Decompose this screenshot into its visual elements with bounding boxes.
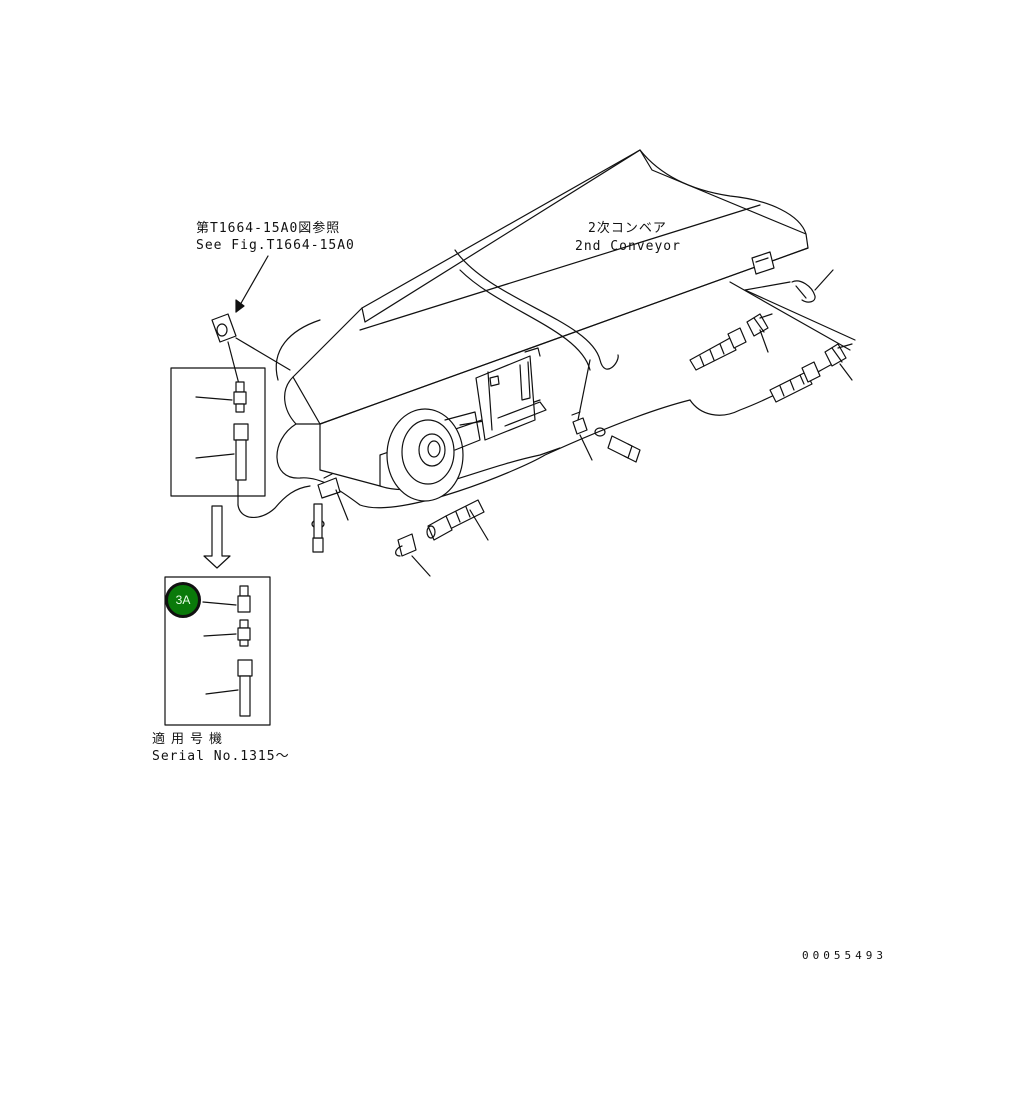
serial-label-en: Serial No.1315～ xyxy=(152,749,290,764)
serial-label-jp: 適用号機 xyxy=(152,732,229,747)
detail-box-upper xyxy=(171,368,265,496)
upper-fittings xyxy=(690,252,855,402)
callout-badge-3a[interactable]: 3A xyxy=(165,582,201,618)
reference-label-jp: 第T1664-15A0図参照 xyxy=(196,221,341,236)
mounting-bracket xyxy=(476,348,546,440)
mid-fittings xyxy=(572,360,640,462)
reference-arrow xyxy=(236,256,268,312)
conveyor-body xyxy=(276,150,840,508)
drawing-number: 00055493 xyxy=(802,949,887,962)
pulley xyxy=(387,409,495,501)
lower-fittings xyxy=(312,474,488,576)
detail-box-lower xyxy=(165,577,270,725)
down-arrow xyxy=(204,506,230,568)
conveyor-label-en: 2nd Conveyor xyxy=(575,239,681,254)
callout-badge-label: 3A xyxy=(175,593,191,607)
reference-label-en: See Fig.T1664-15A0 xyxy=(196,238,355,253)
conveyor-label-jp: 2次コンベア xyxy=(588,221,667,236)
reference-fitting xyxy=(212,314,310,517)
